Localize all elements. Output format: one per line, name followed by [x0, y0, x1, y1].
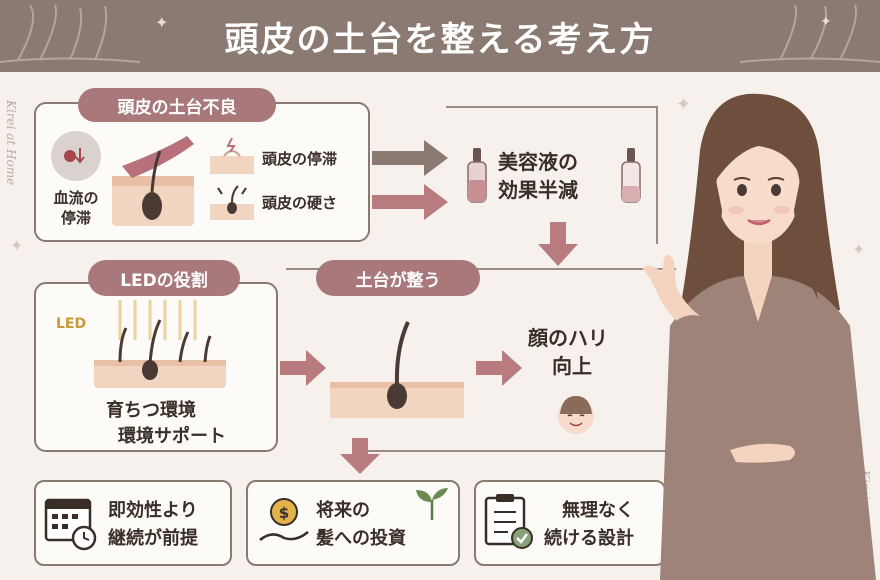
- card-continuity-line-1: 即効性より: [108, 500, 198, 521]
- down-arrow: [538, 222, 578, 266]
- svg-text:✦: ✦: [155, 13, 168, 32]
- svg-text:$: $: [279, 504, 289, 522]
- connector-line: [446, 106, 658, 108]
- blood-flow-icon: [51, 131, 101, 181]
- led-line-2: 環境サポート: [118, 426, 226, 447]
- coin-icon: $: [259, 498, 309, 541]
- blood-flow-label-1: 血流の: [53, 189, 99, 207]
- clipboard-icon: [484, 494, 533, 549]
- sparkle-icon: ✦: [852, 240, 866, 259]
- sparkle-icon: ✦: [676, 94, 692, 115]
- scalp-stiffness-icon: [210, 185, 254, 220]
- scalp-cross-section-illustration: [112, 136, 194, 226]
- sprout-icon: [416, 488, 448, 520]
- header-bar: [0, 0, 880, 72]
- serum-result-line-2: 効果半減: [498, 178, 578, 202]
- right-arrow: [476, 350, 522, 386]
- connector-line: [366, 450, 666, 452]
- right-arrow: [280, 350, 326, 386]
- smiling-face-icon: [558, 396, 594, 434]
- card-investment-line-2: 髪への投資: [316, 528, 406, 549]
- header-decoration: ✦ ✦: [0, 4, 880, 63]
- scalp-stiffness-label: 頭皮の硬さ: [262, 194, 338, 212]
- serum-result-line-1: 美容液の: [498, 150, 578, 174]
- connector-line: [286, 268, 676, 270]
- calendar-icon: [44, 498, 97, 551]
- problem-pill: 頭皮の土台不良: [78, 88, 276, 122]
- card-sustainable-line-1: 無理なく: [562, 500, 634, 521]
- svg-text:✦: ✦: [820, 14, 832, 30]
- down-arrow: [340, 438, 380, 474]
- healthy-scalp-illustration: [330, 321, 464, 418]
- face-result-line-1: 顔のハリ: [528, 326, 608, 350]
- woman-presenter-illustration: [642, 93, 876, 580]
- foundation-pill: 土台が整う: [316, 260, 480, 296]
- serum-bottle-icon: [467, 148, 487, 203]
- right-arrows: [372, 140, 448, 220]
- card-investment-line-1: 将来の: [316, 500, 370, 521]
- scalp-stagnation-icon: [210, 138, 254, 174]
- page-title: 頭皮の土台を整える考え方: [224, 19, 656, 60]
- led-tag: LED: [56, 316, 87, 332]
- connector-line: [656, 106, 658, 244]
- brand-watermark-left: Kirei at Home: [4, 100, 18, 186]
- blood-flow-label-2: 停滞: [60, 209, 91, 227]
- scalp-stagnation-label: 頭皮の停滞: [262, 150, 338, 168]
- sparkle-icon: ✦: [10, 236, 24, 255]
- led-pill: LEDの役割: [88, 260, 240, 296]
- card-continuity-line-2: 継続が前提: [108, 528, 198, 549]
- face-result-line-2: 向上: [552, 354, 592, 378]
- serum-bottle-icon: [621, 148, 641, 203]
- led-light-illustration: [94, 300, 226, 388]
- led-line-1: 育ちつ環境: [106, 400, 196, 421]
- card-sustainable-line-2: 続ける設計: [544, 528, 634, 549]
